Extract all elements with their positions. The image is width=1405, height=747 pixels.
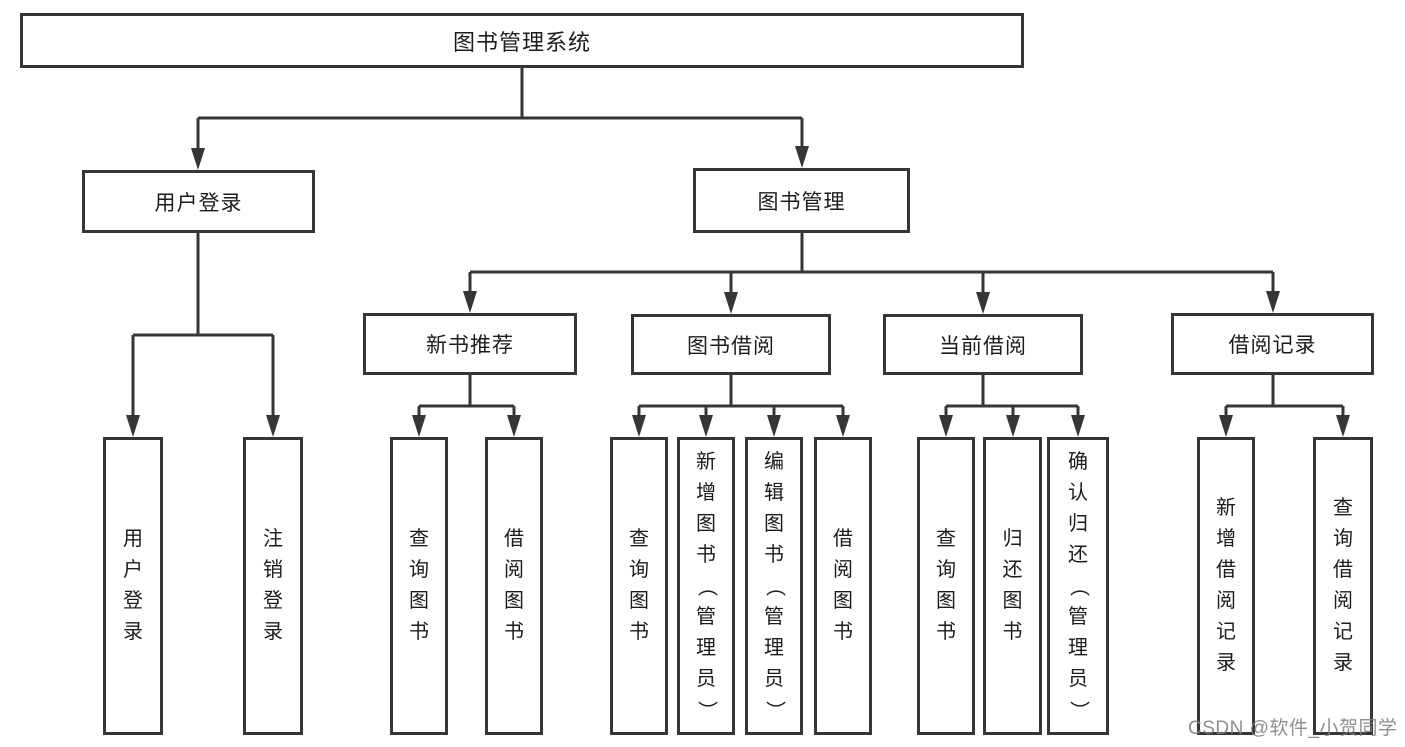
- arrowheads: [126, 146, 1350, 437]
- leaf-current-return-books: 归还图书: [983, 437, 1042, 735]
- leaf-borrow-add-books-admin: 新增图书（管理员）: [677, 437, 735, 735]
- node-book-management: 图书管理: [693, 168, 910, 233]
- connector-book-management: [468, 233, 1275, 293]
- leaf-logout: 注销登录: [243, 437, 303, 735]
- node-root: 图书管理系统: [20, 13, 1024, 68]
- leaf-records-query-record: 查询借阅记录: [1313, 437, 1373, 735]
- connector-borrow-records: [1224, 375, 1345, 420]
- leaf-records-add-record: 新增借阅记录: [1197, 437, 1255, 735]
- node-current-borrow: 当前借阅: [883, 314, 1083, 375]
- node-borrow-records: 借阅记录: [1171, 313, 1374, 375]
- connector-user-login: [131, 233, 275, 419]
- leaf-borrow-borrow-books: 借阅图书: [814, 437, 872, 735]
- leaf-current-confirm-return-admin: 确认归还（管理员）: [1047, 437, 1109, 735]
- connector-book-borrow: [637, 375, 845, 420]
- leaf-borrow-edit-books-admin: 编辑图书（管理员）: [745, 437, 803, 735]
- node-book-borrow: 图书借阅: [631, 314, 831, 375]
- leaf-newbook-borrow-books: 借阅图书: [485, 437, 543, 735]
- leaf-user-login: 用户登录: [103, 437, 163, 735]
- csdn-watermark: CSDN @软件_小贺同学: [1188, 718, 1398, 739]
- leaf-current-query-books: 查询图书: [917, 437, 975, 735]
- leaf-newbook-query-books: 查询图书: [390, 437, 448, 735]
- connector-new-book-recommend: [417, 375, 516, 420]
- node-user-login: 用户登录: [82, 170, 315, 233]
- leaf-borrow-query-books: 查询图书: [610, 437, 668, 735]
- connector-root: [196, 68, 804, 150]
- connector-current-borrow: [944, 375, 1080, 420]
- node-new-book-recommend: 新书推荐: [363, 313, 577, 375]
